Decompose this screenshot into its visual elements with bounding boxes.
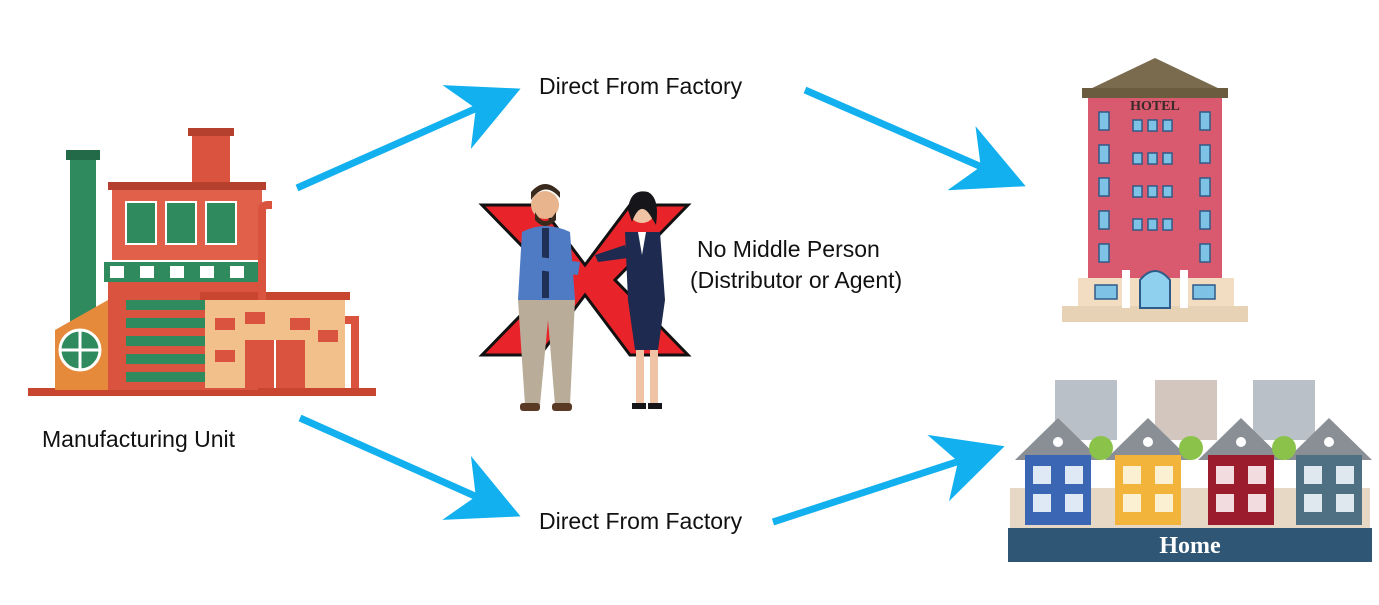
direct-from-factory-top-label: Direct From Factory <box>539 73 743 99</box>
distributor-agent-label: (Distributor or Agent) <box>690 267 903 293</box>
hotel-icon: HOTEL <box>1062 58 1248 322</box>
arrow-factory-to-bottom <box>298 414 521 520</box>
no-middle-person-label: No Middle Person <box>697 236 880 262</box>
handshake-people-icon <box>518 184 665 411</box>
direct-from-factory-bottom-label: Direct From Factory <box>539 508 743 534</box>
arrow-factory-to-top <box>295 85 521 192</box>
home-banner: Home <box>1159 533 1221 559</box>
arrow-bottom-to-home <box>771 434 1005 526</box>
arrow-top-to-hotel <box>803 86 1026 191</box>
houses-icon: Home <box>1008 380 1372 562</box>
flow-arrows <box>295 85 1026 526</box>
factory-icon <box>28 128 376 396</box>
hotel-sign: HOTEL <box>1130 99 1180 114</box>
manufacturing-unit-label: Manufacturing Unit <box>42 426 236 452</box>
